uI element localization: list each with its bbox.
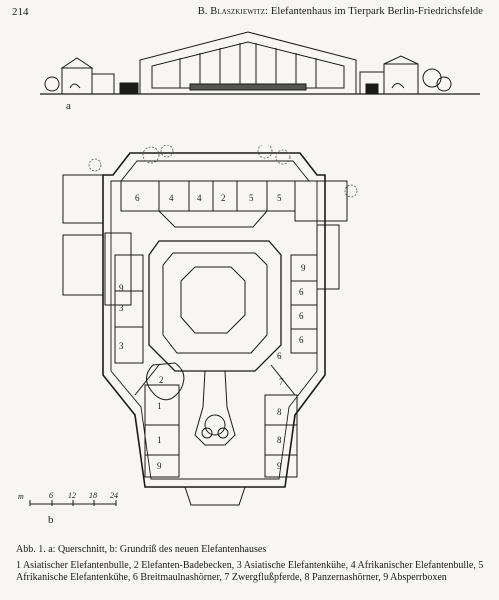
plan-number-2-top: 2 [221, 193, 226, 203]
plan-number-3-b: 3 [119, 341, 124, 351]
scale-tick-18: 18 [89, 491, 97, 500]
scale-unit: m [18, 492, 24, 501]
floor-plan-drawing: 6 4 4 2 5 5 9 9 3 3 6 6 6 6 7 2 1 1 9 8 … [62, 145, 358, 506]
plan-number-4-b: 4 [197, 193, 202, 203]
running-head-author: B. Blaszkiewitz [197, 6, 266, 17]
caption-legend: 1 Asiatischer Elefantenbulle, 2 Elefante… [16, 559, 484, 584]
plan-number-1-b: 1 [157, 435, 162, 445]
plan-number-9-bottom-right: 9 [277, 461, 282, 471]
plan-number-9-right: 9 [301, 263, 306, 273]
plan-number-6-top: 6 [135, 193, 140, 203]
plan-number-6-a: 6 [299, 287, 304, 297]
plan-number-4-a: 4 [169, 193, 174, 203]
figure-label-b: b [48, 514, 54, 526]
running-head-sep: : [265, 6, 271, 17]
plan-number-5-b: 5 [277, 193, 282, 203]
plan-number-6-b: 6 [299, 311, 304, 321]
plan-number-9-bottom-left: 9 [157, 461, 162, 471]
plan-number-6-d: 6 [277, 351, 282, 361]
page-number: 214 [12, 6, 29, 18]
scale-tick-6: 6 [49, 491, 53, 500]
plan-number-9-left: 9 [119, 283, 124, 293]
cross-section-drawing [40, 31, 480, 95]
plan-number-7: 7 [279, 377, 284, 387]
scale-tick-12: 12 [68, 491, 76, 500]
scale-bar: m 6 12 18 24 [18, 491, 118, 506]
figure-caption: Abb. 1. a: Querschnitt, b: Grundriß des … [16, 544, 486, 585]
figure-label-a: a [66, 100, 71, 112]
plan-number-5-a: 5 [249, 193, 254, 203]
plan-number-2-bath: 2 [159, 375, 164, 385]
plan-number-1-a: 1 [157, 401, 162, 411]
scale-tick-24: 24 [110, 491, 118, 500]
running-head-title: Elefantenhaus im Tierpark Berlin-Friedri… [270, 6, 483, 17]
running-head: B. Blaszkiewitz: Elefantenhaus im Tierpa… [198, 6, 483, 17]
plan-number-8-b: 8 [277, 435, 282, 445]
plan-number-8-a: 8 [277, 407, 282, 417]
plan-number-3-a: 3 [119, 303, 124, 313]
plan-number-6-c: 6 [299, 335, 304, 345]
caption-title: Abb. 1. a: Querschnitt, b: Grundriß des … [16, 544, 267, 555]
